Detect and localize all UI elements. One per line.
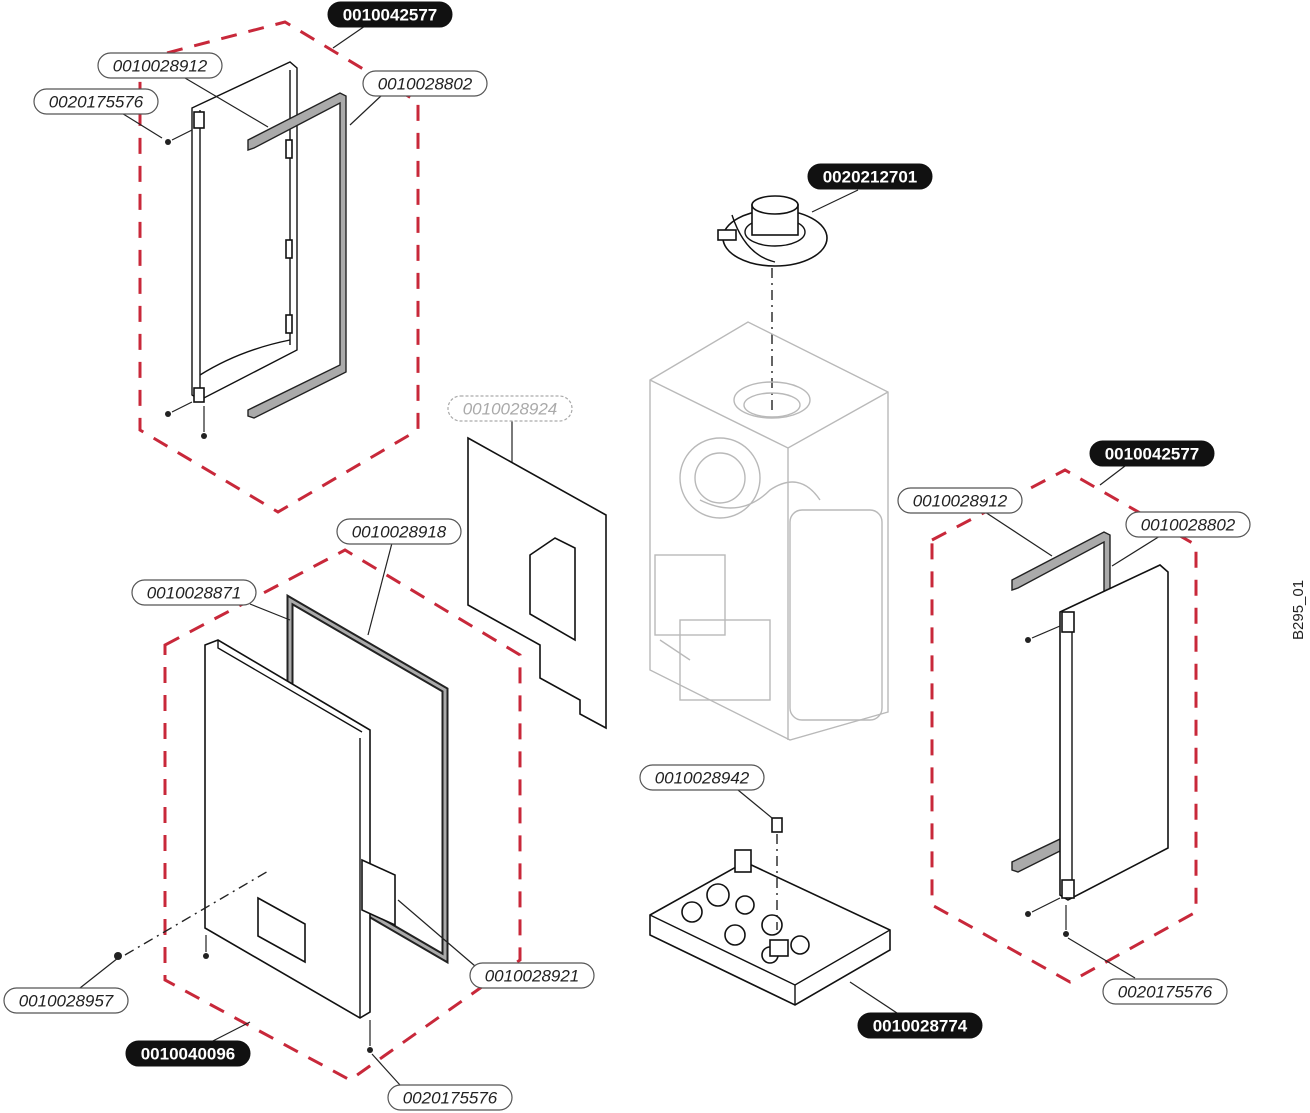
boiler-ghost bbox=[649, 321, 889, 741]
svg-text:0010040096: 0010040096 bbox=[141, 1045, 236, 1064]
svg-text:0020212701: 0020212701 bbox=[823, 168, 918, 187]
label-front-panel-gasket[interactable]: 0010028871 bbox=[131, 579, 257, 606]
label-right-rail[interactable]: 0010028912 bbox=[897, 487, 1023, 514]
base-clip bbox=[771, 817, 783, 833]
screw-tl-1 bbox=[165, 139, 171, 145]
screw-r-2 bbox=[1025, 911, 1031, 917]
label-right-screw[interactable]: 0020175576 bbox=[1102, 978, 1228, 1005]
label-logo[interactable]: 0010028957 bbox=[3, 987, 129, 1014]
screw-tl-2 bbox=[165, 411, 171, 417]
label-right-frame[interactable]: 0010028802 bbox=[1125, 511, 1251, 538]
side-panel-left bbox=[191, 61, 298, 403]
label-top-left-screw[interactable]: 0020175576 bbox=[33, 88, 159, 115]
svg-text:0010028912: 0010028912 bbox=[913, 492, 1008, 511]
svg-text:0010042577: 0010042577 bbox=[1105, 445, 1200, 464]
svg-text:0020175576: 0020175576 bbox=[403, 1089, 498, 1108]
flue-adapter bbox=[717, 195, 828, 267]
label-sheet[interactable]: 0010028924 bbox=[447, 395, 573, 422]
logo-axis bbox=[124, 869, 271, 956]
label-front-seal[interactable]: 0010028918 bbox=[336, 518, 462, 545]
screw-r-1 bbox=[1025, 637, 1031, 643]
label-right-group[interactable]: 0010042577 bbox=[1089, 440, 1215, 467]
label-top-left-frame[interactable]: 0010028802 bbox=[362, 70, 488, 97]
base-plate bbox=[649, 849, 891, 1006]
group-outline-top-left bbox=[138, 20, 420, 514]
svg-text:0010028924: 0010028924 bbox=[463, 400, 558, 419]
drawing-ref: B295_01 bbox=[1290, 580, 1307, 640]
svg-text:0010028957: 0010028957 bbox=[19, 992, 114, 1011]
label-flue[interactable]: 0020212701 bbox=[807, 163, 933, 190]
front-panel bbox=[204, 639, 396, 1019]
label-window-seal[interactable]: 0010028921 bbox=[469, 962, 595, 989]
label-base-clip[interactable]: 0010028942 bbox=[639, 764, 765, 791]
svg-text:0010028942: 0010028942 bbox=[655, 769, 750, 788]
frame-strip-left bbox=[247, 92, 347, 419]
screw-r-3 bbox=[1063, 931, 1069, 937]
label-top-left-group[interactable]: 0010042577 bbox=[327, 1, 453, 28]
svg-text:0020175576: 0020175576 bbox=[49, 93, 144, 112]
screw-tl-3 bbox=[201, 433, 207, 439]
label-front-screw[interactable]: 0020175576 bbox=[387, 1084, 513, 1111]
svg-text:0020175576: 0020175576 bbox=[1118, 983, 1213, 1002]
group-outline-right bbox=[930, 468, 1198, 984]
side-panel-right bbox=[1059, 564, 1169, 901]
label-base[interactable]: 0010028774 bbox=[857, 1012, 983, 1039]
group-outline-front bbox=[163, 548, 522, 1082]
frame-strip-right bbox=[1011, 531, 1111, 873]
svg-text:0010042577: 0010042577 bbox=[343, 6, 438, 25]
logo-badge bbox=[114, 952, 122, 960]
svg-text:0010028918: 0010028918 bbox=[352, 523, 447, 542]
screw-front-2 bbox=[367, 1047, 373, 1053]
svg-text:0010028802: 0010028802 bbox=[1141, 516, 1236, 535]
svg-text:0010028871: 0010028871 bbox=[147, 584, 242, 603]
label-top-left-rail[interactable]: 0010028912 bbox=[97, 52, 223, 79]
svg-text:0010028774: 0010028774 bbox=[873, 1017, 968, 1036]
screw-front-1 bbox=[203, 953, 209, 959]
svg-text:0010028802: 0010028802 bbox=[378, 75, 473, 94]
svg-text:0010028912: 0010028912 bbox=[113, 57, 208, 76]
svg-text:0010028921: 0010028921 bbox=[485, 967, 580, 986]
rear-sheet bbox=[467, 436, 607, 730]
label-front-group[interactable]: 0010040096 bbox=[125, 1040, 251, 1067]
